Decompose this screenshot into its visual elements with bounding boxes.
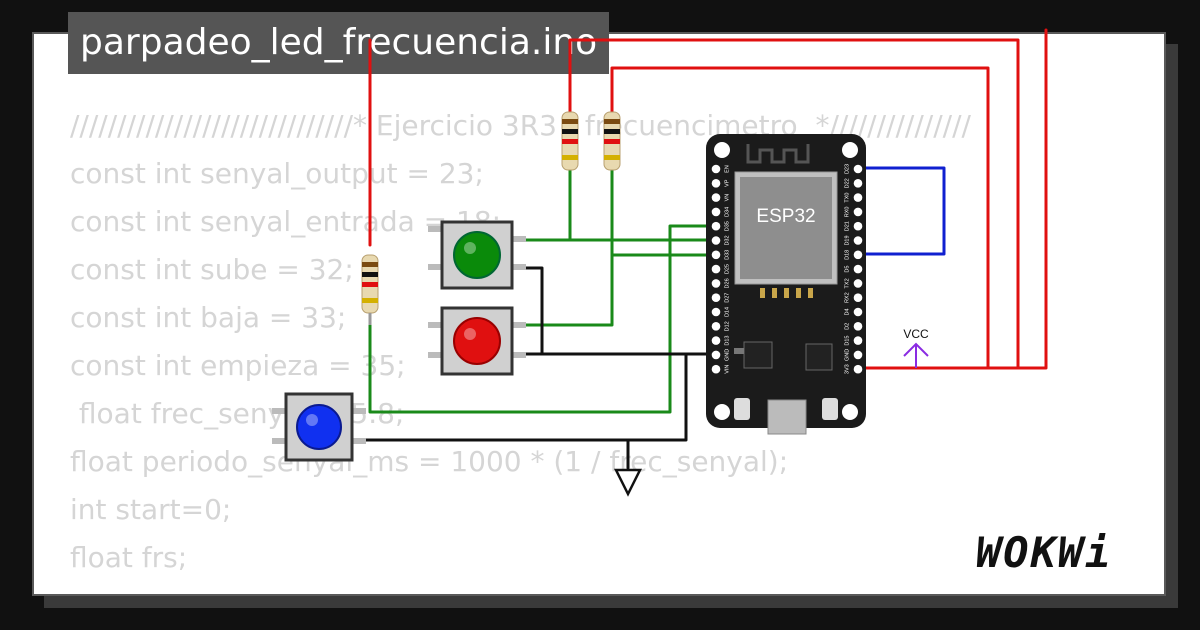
- pin-gnd: [853, 350, 863, 360]
- pin-label: VIN: [724, 365, 730, 374]
- wire-green-3: [510, 168, 614, 327]
- pin-tx2: [853, 279, 863, 288]
- pin-label: D18: [844, 250, 850, 260]
- pin-d27: [711, 293, 721, 303]
- wire-green-1: [510, 168, 572, 242]
- pin-label: D15: [844, 336, 850, 346]
- pin-label: GND: [724, 349, 730, 361]
- resistor-left: [361, 254, 379, 325]
- pin-label: D14: [724, 307, 730, 317]
- pin-label: D21: [844, 221, 850, 231]
- pin-d2: [853, 322, 863, 331]
- vcc-label: VCC: [903, 327, 929, 341]
- pin-label: D4: [844, 308, 850, 315]
- pin-label: VP: [724, 179, 730, 187]
- vcc-symbol: VCC: [903, 327, 929, 368]
- pin-label: GND: [844, 349, 850, 361]
- pin-d32: [711, 236, 721, 245]
- esp32-board: ESP32 ENVPVND34D35D32D33D25D26D27D14D12D…: [706, 134, 866, 435]
- wire-red-3: [610, 66, 990, 370]
- pin-d13: [711, 336, 721, 345]
- pin-rx2: [853, 293, 863, 303]
- wokwi-logo: WOKWi: [976, 528, 1113, 577]
- pin-d12: [711, 322, 721, 331]
- pin-vn: [711, 193, 721, 202]
- code-line: const int empieza = 35;: [70, 349, 406, 382]
- pin-label: D5: [844, 266, 850, 273]
- pin-label: D26: [724, 278, 730, 288]
- pin-d18: [853, 250, 863, 260]
- pin-vp: [711, 179, 721, 188]
- wire-green-6: [368, 224, 718, 414]
- pin-label: D32: [724, 235, 730, 245]
- pin-label: D34: [724, 207, 730, 217]
- code-line: float periodo_senyal_ms;: [70, 582, 1164, 594]
- pin-d21: [853, 221, 863, 231]
- pin-label: TX0: [844, 193, 850, 203]
- code-line: float periodo_senyal_ms = 1000 * (1 / fr…: [70, 445, 789, 478]
- pin-label: D35: [724, 221, 730, 231]
- wire-black-1: [510, 266, 718, 356]
- pin-label: RX2: [844, 292, 850, 303]
- pin-label: D25: [724, 264, 730, 274]
- wire-black-3: [350, 438, 630, 470]
- resistor-right: [603, 111, 621, 171]
- pin-label: D27: [724, 293, 730, 303]
- pin-label: D12: [724, 321, 730, 331]
- pin-3v3: [853, 364, 863, 374]
- pin-d25: [711, 264, 721, 274]
- pushbutton-green: [428, 220, 526, 290]
- pin-rx0: [853, 207, 863, 217]
- pin-d35: [711, 221, 721, 231]
- pin-label: D2: [844, 323, 850, 330]
- pin-label: 3V3: [844, 364, 850, 374]
- pin-label: RX0: [844, 207, 850, 218]
- wire-black-4: [626, 352, 688, 442]
- pin-label: D13: [724, 336, 730, 346]
- pin-en: [711, 164, 721, 174]
- pin-d34: [711, 207, 721, 217]
- pin-vin: [711, 364, 721, 374]
- pin-label: D33: [724, 250, 730, 260]
- code-line: float frs;: [70, 541, 188, 574]
- resistor-mid: [561, 111, 579, 171]
- pin-label: D22: [844, 178, 850, 188]
- wire-blue: [856, 166, 946, 256]
- pin-d14: [711, 307, 721, 317]
- pin-label: TX2: [844, 278, 850, 288]
- pin-d33: [711, 250, 721, 260]
- file-title: parpadeo_led_frecuencia.ino: [68, 12, 610, 74]
- pin-label: D19: [844, 235, 850, 245]
- code-line: const int sube = 32;: [70, 253, 354, 286]
- esp32-label: ESP32: [756, 206, 815, 227]
- pushbutton-blue: [272, 392, 366, 462]
- wire-red-4: [858, 28, 1048, 370]
- pin-gnd: [711, 350, 721, 360]
- pin-d15: [853, 336, 863, 345]
- code-line: const int senyal_output = 23;: [70, 157, 484, 190]
- code-line: int start=0;: [70, 493, 232, 526]
- code-line: const int baja = 33;: [70, 301, 347, 334]
- pin-label: EN: [724, 165, 730, 173]
- pin-d22: [853, 179, 863, 188]
- pin-d26: [711, 279, 721, 288]
- pin-d4: [853, 307, 863, 317]
- preview-card: //////////////////////////////* Ejercici…: [32, 32, 1166, 596]
- pin-label: VN: [724, 194, 730, 202]
- pin-d5: [853, 264, 863, 274]
- ground-symbol: [613, 468, 643, 497]
- pushbutton-red: [428, 306, 526, 376]
- pin-label: D23: [844, 164, 850, 174]
- code-preview: //////////////////////////////* Ejercici…: [70, 102, 1164, 594]
- pin-d23: [853, 164, 863, 174]
- pin-tx0: [853, 193, 863, 202]
- pin-d19: [853, 236, 863, 245]
